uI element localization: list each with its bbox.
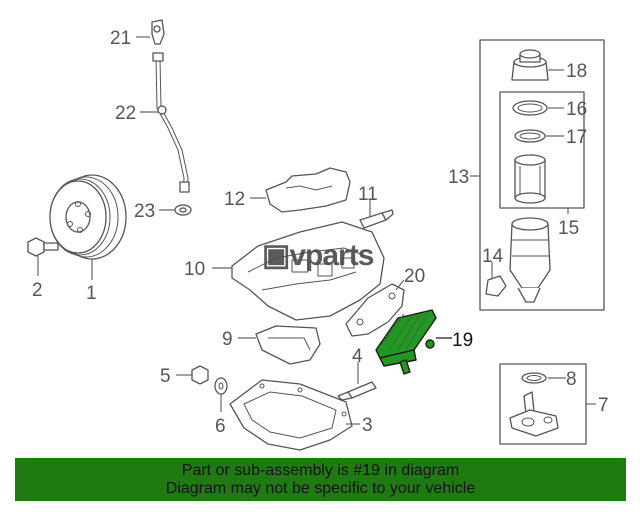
callout-11[interactable]: 11 bbox=[358, 184, 378, 205]
part-17-o-ring[interactable] bbox=[514, 129, 546, 143]
callout-3[interactable]: 3 bbox=[362, 415, 373, 436]
callout-16[interactable]: 16 bbox=[566, 99, 587, 120]
callout-5[interactable]: 5 bbox=[160, 366, 171, 387]
part-22-dipstick-tube[interactable] bbox=[152, 52, 190, 193]
part-21-dipstick-handle[interactable] bbox=[151, 19, 165, 45]
callout-22[interactable]: 22 bbox=[115, 103, 136, 124]
callout-12[interactable]: 12 bbox=[224, 189, 245, 210]
callout-6[interactable]: 6 bbox=[215, 416, 226, 437]
callout-2[interactable]: 2 bbox=[32, 280, 43, 301]
part-12-engine-cover[interactable] bbox=[265, 167, 351, 213]
callout-21[interactable]: 21 bbox=[110, 28, 131, 49]
vparts-watermark: ▣vparts bbox=[262, 239, 374, 272]
part-10-upper-oil-pan[interactable] bbox=[231, 221, 385, 321]
part-9-oil-baffle[interactable] bbox=[255, 325, 321, 365]
part-6-drain-washer[interactable] bbox=[214, 377, 228, 395]
part-3-lower-oil-pan[interactable] bbox=[229, 379, 353, 451]
callout-15[interactable]: 15 bbox=[558, 218, 579, 239]
part-2-pulley-bolt[interactable] bbox=[27, 237, 59, 257]
callout-20[interactable]: 20 bbox=[404, 266, 425, 287]
part-5-drain-plug[interactable] bbox=[191, 365, 209, 385]
banner-line-disclaimer: Diagram may not be specific to your vehi… bbox=[165, 479, 476, 497]
callout-7[interactable]: 7 bbox=[598, 395, 609, 416]
callout-14[interactable]: 14 bbox=[482, 246, 504, 267]
info-banner: Part or sub-assembly is #19 in diagram D… bbox=[15, 458, 626, 501]
callout-4[interactable]: 4 bbox=[352, 346, 363, 367]
part-19-oil-cooler[interactable] bbox=[375, 309, 437, 375]
leader-20 bbox=[395, 279, 405, 291]
callout-13[interactable]: 13 bbox=[448, 167, 469, 188]
callout-9[interactable]: 9 bbox=[222, 329, 233, 350]
part-23-seal-ring[interactable] bbox=[174, 204, 192, 216]
part-1-crankshaft-pulley[interactable] bbox=[49, 174, 127, 260]
part-20-gasket[interactable] bbox=[345, 283, 405, 337]
part-18-filter-cap[interactable] bbox=[511, 49, 549, 81]
callout-23[interactable]: 23 bbox=[134, 201, 155, 222]
callout-10[interactable]: 10 bbox=[184, 259, 205, 280]
callout-8[interactable]: 8 bbox=[566, 369, 577, 390]
part-11-sealant-tube[interactable] bbox=[359, 209, 394, 229]
part-8-sensor-seal[interactable] bbox=[521, 372, 547, 384]
part-16-o-ring[interactable] bbox=[512, 100, 548, 116]
callout-18[interactable]: 18 bbox=[566, 61, 587, 82]
callout-1[interactable]: 1 bbox=[86, 283, 97, 304]
part-15-filter-element[interactable] bbox=[514, 154, 546, 204]
callout-17[interactable]: 17 bbox=[566, 127, 587, 148]
part-14-filter-housing[interactable] bbox=[485, 217, 551, 303]
callout-19[interactable]: 19 bbox=[452, 330, 473, 351]
watermark-text: vparts bbox=[289, 239, 374, 272]
part-4-sealant-tube[interactable] bbox=[337, 381, 377, 401]
banner-line-part: Part or sub-assembly is #19 in diagram bbox=[181, 461, 460, 479]
part-7-oil-level-sensor[interactable] bbox=[509, 391, 559, 437]
